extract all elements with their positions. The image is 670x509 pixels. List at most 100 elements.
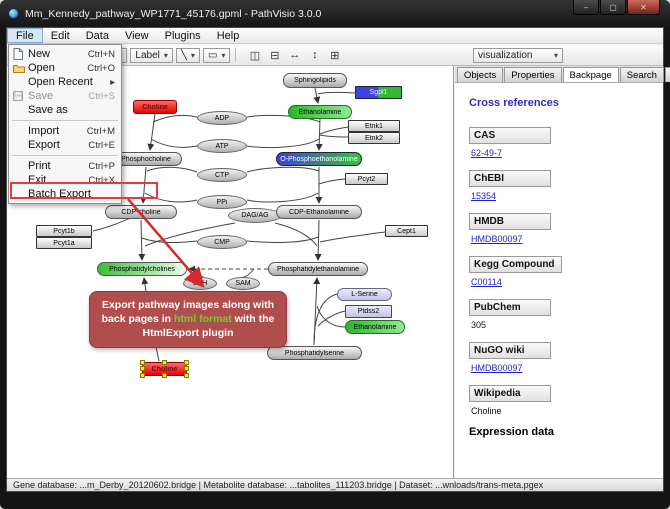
minimize-button[interactable]: – xyxy=(573,0,599,15)
node-cmp[interactable]: CMP xyxy=(197,235,247,249)
node-ethanolamine[interactable]: Ethanolamine xyxy=(288,105,352,119)
node-ptdss2[interactable]: Ptdss2 xyxy=(345,305,392,318)
node-pcyt1b[interactable]: Pcyt1b xyxy=(36,225,92,237)
selection-handle[interactable] xyxy=(140,366,145,371)
node-label: Pcyt1a xyxy=(53,239,75,247)
tab-search[interactable]: Search xyxy=(619,67,664,82)
node-ethanolamine[interactable]: Ethanolamine xyxy=(345,320,405,334)
node-choline[interactable]: Choline xyxy=(133,100,177,114)
align-horizontal-button[interactable]: ◫ xyxy=(249,49,261,62)
menu-item-shortcut: Ctrl+M xyxy=(86,125,115,137)
chevron-down-icon: ▾ xyxy=(190,50,195,60)
tab-properties[interactable]: Properties xyxy=(504,67,562,82)
node-ctp[interactable]: CTP xyxy=(197,168,247,182)
window-controls: – ▢ ✕ xyxy=(573,0,660,15)
node-label: Phosphocholine xyxy=(121,155,171,163)
file-menu-item-open-recent[interactable]: Open Recent▸ xyxy=(9,75,121,89)
menu-data[interactable]: Data xyxy=(85,29,109,42)
node-sam[interactable]: SAM xyxy=(226,277,260,290)
shape-combo-glyph: ▭ xyxy=(207,49,218,61)
line-combo[interactable]: ╲▾ xyxy=(175,47,200,63)
node-ppi[interactable]: PPi xyxy=(197,195,247,209)
node-adp[interactable]: ADP xyxy=(197,111,247,125)
node-l-serine[interactable]: L-Serine xyxy=(337,288,392,301)
menu-item-shortcut: Ctrl+S xyxy=(88,90,115,102)
ref-db-name: PubChem xyxy=(469,299,551,316)
menu-bar: File Edit Data View Plugins Help xyxy=(7,28,663,44)
match-height-button[interactable]: ↕ xyxy=(312,49,318,61)
toolbar-buttons-group: ◫ ⊟ ↔ ↕ ⊞ xyxy=(245,47,344,64)
node-sah[interactable]: SAH xyxy=(183,277,217,290)
node-label: L-Serine xyxy=(351,291,378,298)
node-sgpl1[interactable]: Sgpl1 xyxy=(355,86,402,99)
menu-item-shortcut: Ctrl+O xyxy=(87,62,115,74)
selection-handle[interactable] xyxy=(161,373,167,378)
menu-item-label: Import xyxy=(28,125,60,137)
file-menu-item-batch-export[interactable]: Batch Export xyxy=(9,187,121,201)
selection-handle[interactable] xyxy=(184,360,189,365)
ref-db-name: CAS xyxy=(469,127,551,144)
close-button[interactable]: ✕ xyxy=(627,0,660,15)
title-bar[interactable]: Mm_Kennedy_pathway_WP1771_45176.gpml - P… xyxy=(0,0,670,27)
match-width-button[interactable]: ↔ xyxy=(289,49,301,61)
ref-id[interactable]: 15354 xyxy=(471,191,497,201)
new-icon xyxy=(13,48,28,60)
menu-item-label: Export xyxy=(28,139,60,151)
label-combo[interactable]: Label▾ xyxy=(130,47,173,63)
node-label: Sgpl1 xyxy=(369,89,388,96)
node-dag-ag[interactable]: DAG/AG xyxy=(228,208,282,223)
tab-objects[interactable]: Objects xyxy=(457,67,504,82)
ref-id[interactable]: HMDB00097 xyxy=(471,363,523,373)
chevron-down-icon: ▾ xyxy=(163,50,168,60)
node-etnk1[interactable]: Etnk1 xyxy=(348,120,400,132)
node-label: Etnk2 xyxy=(365,134,383,142)
node-phosphatidylserine[interactable]: Phosphatidylserine xyxy=(267,346,362,360)
node-cdp-choline[interactable]: CDP-choline xyxy=(105,205,177,219)
visualization-select[interactable]: visualization ▾ xyxy=(473,47,563,63)
ref-id[interactable]: HMDB00097 xyxy=(471,234,523,244)
node-sphingolipids[interactable]: Sphingolipids xyxy=(283,73,347,88)
ref-id[interactable]: C00114 xyxy=(471,277,502,287)
node-atp[interactable]: ATP xyxy=(197,139,247,153)
node-cdp-ethanolamine[interactable]: CDP-Ethanolamine xyxy=(276,205,362,219)
sidebar: ObjectsPropertiesBackpageSearchLegend Cr… xyxy=(455,66,670,479)
node-phosphatidylcholines[interactable]: Phosphatidylcholines xyxy=(97,262,187,276)
menu-view[interactable]: View xyxy=(124,29,149,42)
node-cept1[interactable]: Cept1 xyxy=(385,225,428,237)
selection-handle[interactable] xyxy=(140,360,145,365)
menu-plugins[interactable]: Plugins xyxy=(164,29,201,42)
node-choline[interactable]: Choline xyxy=(140,360,189,378)
file-menu-item-save-as[interactable]: Save as xyxy=(9,103,121,117)
node-phosphatidylethanolamine[interactable]: Phosphatidylethanolamine xyxy=(268,262,368,276)
align-vertical-button[interactable]: ⊟ xyxy=(270,49,280,62)
menu-edit[interactable]: Edit xyxy=(50,29,70,42)
node-pcyt1a[interactable]: Pcyt1a xyxy=(36,237,92,249)
selection-handle[interactable] xyxy=(161,360,167,365)
shape-combo[interactable]: ▭▾ xyxy=(202,47,231,63)
selection-handle[interactable] xyxy=(184,366,189,371)
menu-item-shortcut: Ctrl+N xyxy=(87,48,115,60)
tab-backpage[interactable]: Backpage xyxy=(562,67,619,82)
node-etnk2[interactable]: Etnk2 xyxy=(348,132,400,144)
selection-handle[interactable] xyxy=(140,373,145,378)
node-o-phosphoethanolamine[interactable]: O-Phosphoethanolamine xyxy=(276,152,362,166)
ref-id[interactable]: 62-49-7 xyxy=(471,148,503,158)
file-menu-item-import[interactable]: Import Ctrl+M xyxy=(9,124,121,138)
maximize-button[interactable]: ▢ xyxy=(600,0,626,15)
selection-handle[interactable] xyxy=(184,373,189,378)
menu-file[interactable]: File xyxy=(7,28,43,43)
ref-db-name: ChEBI xyxy=(469,170,551,187)
stack-button[interactable]: ⊞ xyxy=(330,49,340,62)
node-pcyt2[interactable]: Pcyt2 xyxy=(345,173,388,185)
menu-help[interactable]: Help xyxy=(216,29,240,42)
tab-legend[interactable]: Legend xyxy=(664,67,670,82)
